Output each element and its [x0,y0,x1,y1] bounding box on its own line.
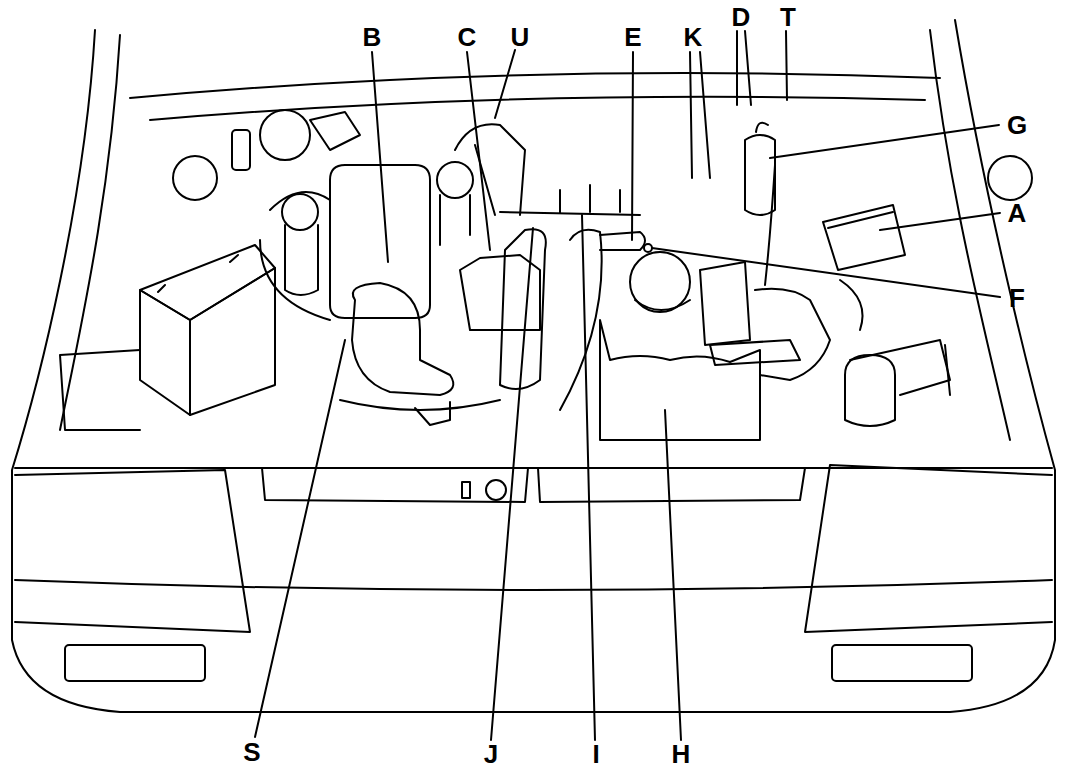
callout-letter: J [482,740,500,768]
callout-letter: S [241,738,262,766]
callout-letter: G [1005,111,1029,139]
callout-letter: F [1007,284,1027,312]
callout-letter: I [590,740,601,768]
callout-letter: D [730,3,753,31]
callout-letter: K [682,23,705,51]
callout-letter: C [456,23,479,51]
callout-letter: B [361,23,384,51]
callout-letter: T [778,3,798,31]
callout-letter: A [1006,199,1029,227]
callout-letter: H [670,740,693,768]
callout-letter: E [622,23,643,51]
callout-letter: U [509,23,532,51]
